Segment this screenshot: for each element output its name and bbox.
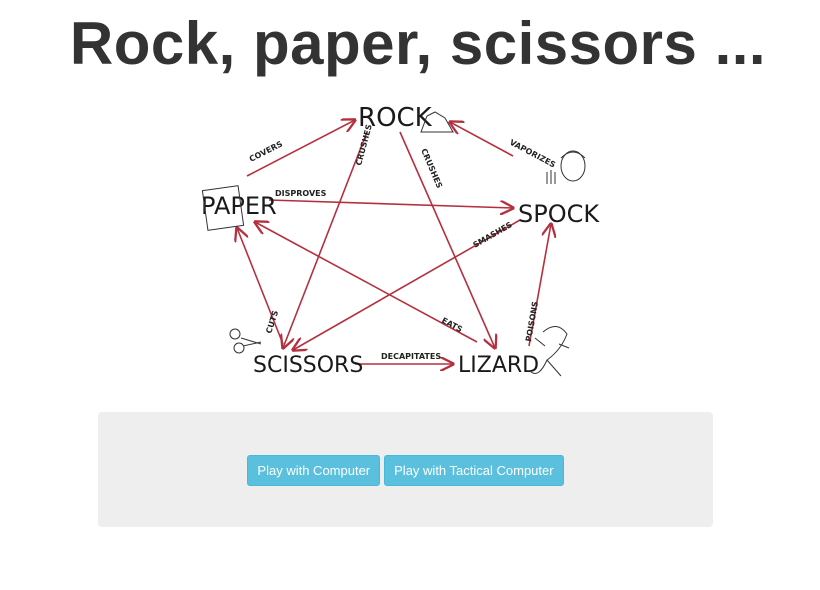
play-with-tactical-computer-button[interactable]: Play with Tactical Computer <box>384 455 564 486</box>
verb-vaporizes: VAPORIZES <box>508 138 557 170</box>
arrow-lizard-eats-paper <box>255 222 478 343</box>
arrow-lizard-poisons-spock <box>528 224 551 347</box>
arrow-scissors-cuts-paper <box>237 228 284 345</box>
rpsls-diagram: ROCK PAPER SPOCK SCISSORS LIZARD COVERS … <box>195 88 605 384</box>
arrow-paper-disproves-spock <box>268 199 513 208</box>
verb-poisons: POISONS <box>524 301 540 343</box>
verb-decapitates: DECAPITATES <box>381 352 441 361</box>
node-spock: SPOCK <box>518 200 600 228</box>
node-scissors: SCISSORS <box>253 353 363 378</box>
node-paper: PAPER <box>201 192 277 220</box>
rock-doodle <box>420 111 454 133</box>
page-title: Rock, paper, scissors ... <box>69 10 767 77</box>
arrow-spock-smashes-scissors <box>293 219 521 350</box>
paper-notebook-icon <box>201 185 245 231</box>
lizard-doodle-icon <box>530 326 570 377</box>
play-with-computer-button[interactable]: Play with Computer <box>247 455 381 486</box>
game-panel: Play with Computer Play with Tactical Co… <box>98 412 713 527</box>
verb-smashes: SMASHES <box>472 220 514 250</box>
arrow-spock-vaporizes-rock <box>450 122 514 157</box>
scissors-doodle-icon <box>229 328 262 354</box>
spock-face-icon <box>546 150 586 184</box>
arrow-paper-covers-rock <box>246 120 355 177</box>
verb-disproves: DISPROVES <box>275 189 327 198</box>
verb-eats: EATS <box>440 316 464 335</box>
arrow-rock-crushes-lizard <box>399 131 495 348</box>
arrow-rock-crushes-scissors <box>283 131 368 348</box>
button-row: Play with Computer Play with Tactical Co… <box>98 455 713 486</box>
node-rock: ROCK <box>358 103 433 133</box>
node-lizard: LIZARD <box>458 353 539 378</box>
